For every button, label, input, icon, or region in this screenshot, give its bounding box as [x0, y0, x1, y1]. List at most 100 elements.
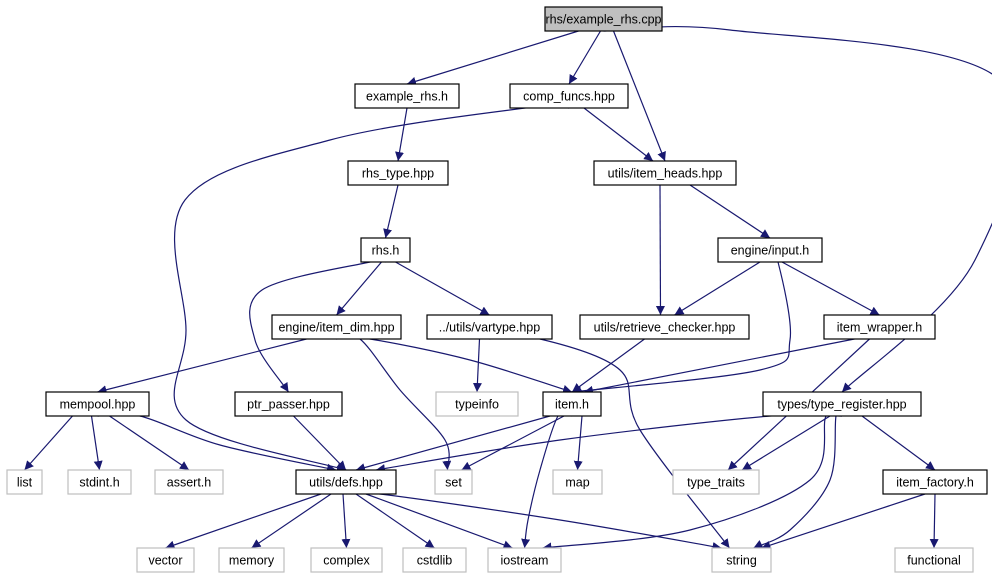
node-box	[67, 469, 132, 495]
node-label: map	[565, 476, 589, 490]
node-engine-input[interactable]: engine/input.h	[717, 237, 823, 263]
node-box	[894, 547, 974, 573]
node-box	[717, 237, 823, 263]
node-root[interactable]: rhs/example_rhs.cpp	[544, 6, 663, 32]
node-label: complex	[323, 554, 370, 568]
edge-mempool-to-list	[24, 415, 73, 471]
node-box	[593, 160, 737, 186]
node-ptr-passer[interactable]: ptr_passer.hpp	[234, 391, 343, 417]
edge-item_wrapper-to-item_h	[583, 338, 855, 395]
edge-item_heads-to-engine_input	[689, 184, 771, 239]
node-label: comp_funcs.hpp	[523, 90, 615, 104]
node-functional: functional	[894, 547, 974, 573]
edge-item_heads-to-retrieve_checker	[655, 184, 665, 316]
edge-defs-to-iostream	[365, 493, 513, 550]
node-box	[552, 469, 603, 495]
edge-retrieve_checker-to-item_h	[571, 338, 645, 393]
node-complex: complex	[310, 547, 383, 573]
node-box	[882, 469, 988, 495]
node-box	[218, 547, 285, 573]
node-label: typeinfo	[455, 398, 499, 412]
node-label: string	[726, 554, 757, 568]
edge-item_factory-to-string	[761, 493, 926, 550]
node-box	[435, 391, 519, 417]
node-memory: memory	[218, 547, 285, 573]
edge-layer	[24, 25, 992, 552]
node-layer: rhs/example_rhs.cpp example_rhs.h comp_fun…	[6, 6, 988, 573]
edge-root-to-example_rhs	[406, 30, 579, 86]
node-item-dim[interactable]: engine/item_dim.hpp	[271, 314, 402, 340]
node-label: list	[17, 476, 33, 490]
node-box	[45, 391, 150, 417]
edge-root-to-type_register	[603, 25, 992, 393]
node-box	[509, 83, 629, 109]
node-rhs-type[interactable]: rhs_type.hpp	[347, 160, 449, 186]
edge-comp_funcs-to-item_heads	[583, 107, 654, 162]
edge-engine_input-to-item_wrapper	[781, 261, 880, 316]
edge-item_dim-to-set	[336, 334, 452, 471]
edge-root-to-comp_funcs	[568, 30, 602, 85]
node-vector: vector	[136, 547, 195, 573]
node-box	[295, 469, 397, 495]
node-string: string	[711, 547, 772, 573]
node-box	[347, 160, 449, 186]
edge-vartype-to-typeinfo	[472, 338, 482, 393]
node-list: list	[6, 469, 43, 495]
edge-comp_funcs-to-defs	[173, 105, 570, 472]
node-label: item_wrapper.h	[837, 321, 923, 335]
edge-defs-to-cstdlib	[355, 493, 435, 549]
edge-rhs_h-to-item_dim	[336, 261, 382, 316]
node-set: set	[434, 469, 473, 495]
node-label: rhs.h	[372, 244, 400, 258]
edge-item_dim-to-item_h	[336, 336, 573, 394]
node-mempool[interactable]: mempool.hpp	[45, 391, 150, 417]
node-label: example_rhs.h	[366, 90, 448, 104]
node-box	[354, 83, 460, 109]
node-box	[6, 469, 43, 495]
edge-engine_input-to-retrieve_checker	[674, 261, 761, 316]
edge-vartype-to-string	[489, 336, 730, 549]
node-label: engine/item_dim.hpp	[278, 321, 394, 335]
node-item-h[interactable]: item.h	[542, 391, 602, 417]
node-iostream: iostream	[487, 547, 562, 573]
node-item-factory[interactable]: item_factory.h	[882, 469, 988, 495]
edge-item_h-to-set	[461, 415, 565, 471]
node-type-register[interactable]: types/type_register.hpp	[762, 391, 922, 417]
node-vartype[interactable]: ../utils/vartype.hpp	[426, 314, 553, 340]
node-comp-funcs[interactable]: comp_funcs.hpp	[509, 83, 629, 109]
node-label: utils/defs.hpp	[309, 476, 383, 490]
node-box	[542, 391, 602, 417]
node-assert: assert.h	[154, 469, 224, 495]
node-box	[823, 314, 936, 340]
node-label: vector	[148, 554, 182, 568]
node-label: ../utils/vartype.hpp	[439, 321, 540, 335]
node-box	[762, 391, 922, 417]
node-label: utils/retrieve_checker.hpp	[594, 321, 736, 335]
edge-ptr_passer-to-defs	[293, 415, 347, 471]
node-label: cstdlib	[417, 554, 452, 568]
node-box	[672, 469, 760, 495]
node-retrieve-checker[interactable]: utils/retrieve_checker.hpp	[579, 314, 750, 340]
edge-item_factory-to-functional	[929, 493, 939, 549]
node-box	[136, 547, 195, 573]
node-label: assert.h	[167, 476, 212, 490]
edge-rhs_h-to-vartype	[395, 261, 490, 316]
node-example-rhs[interactable]: example_rhs.h	[354, 83, 460, 109]
edge-rhs_type-to-rhs_h	[383, 184, 399, 239]
node-label: types/type_register.hpp	[777, 398, 906, 412]
node-box	[544, 6, 663, 32]
node-map: map	[552, 469, 603, 495]
node-defs[interactable]: utils/defs.hpp	[295, 469, 397, 495]
edge-item_h-to-defs	[355, 415, 551, 472]
node-rhs-h[interactable]: rhs.h	[360, 237, 411, 263]
node-label: functional	[907, 554, 961, 568]
edge-item_dim-to-mempool	[97, 338, 307, 395]
node-box	[402, 547, 467, 573]
node-box	[579, 314, 750, 340]
node-type-traits: type_traits	[672, 469, 760, 495]
node-item-heads[interactable]: utils/item_heads.hpp	[593, 160, 737, 186]
node-label: mempool.hpp	[60, 398, 136, 412]
node-item-wrapper[interactable]: item_wrapper.h	[823, 314, 936, 340]
node-box	[271, 314, 402, 340]
node-label: item.h	[555, 398, 589, 412]
